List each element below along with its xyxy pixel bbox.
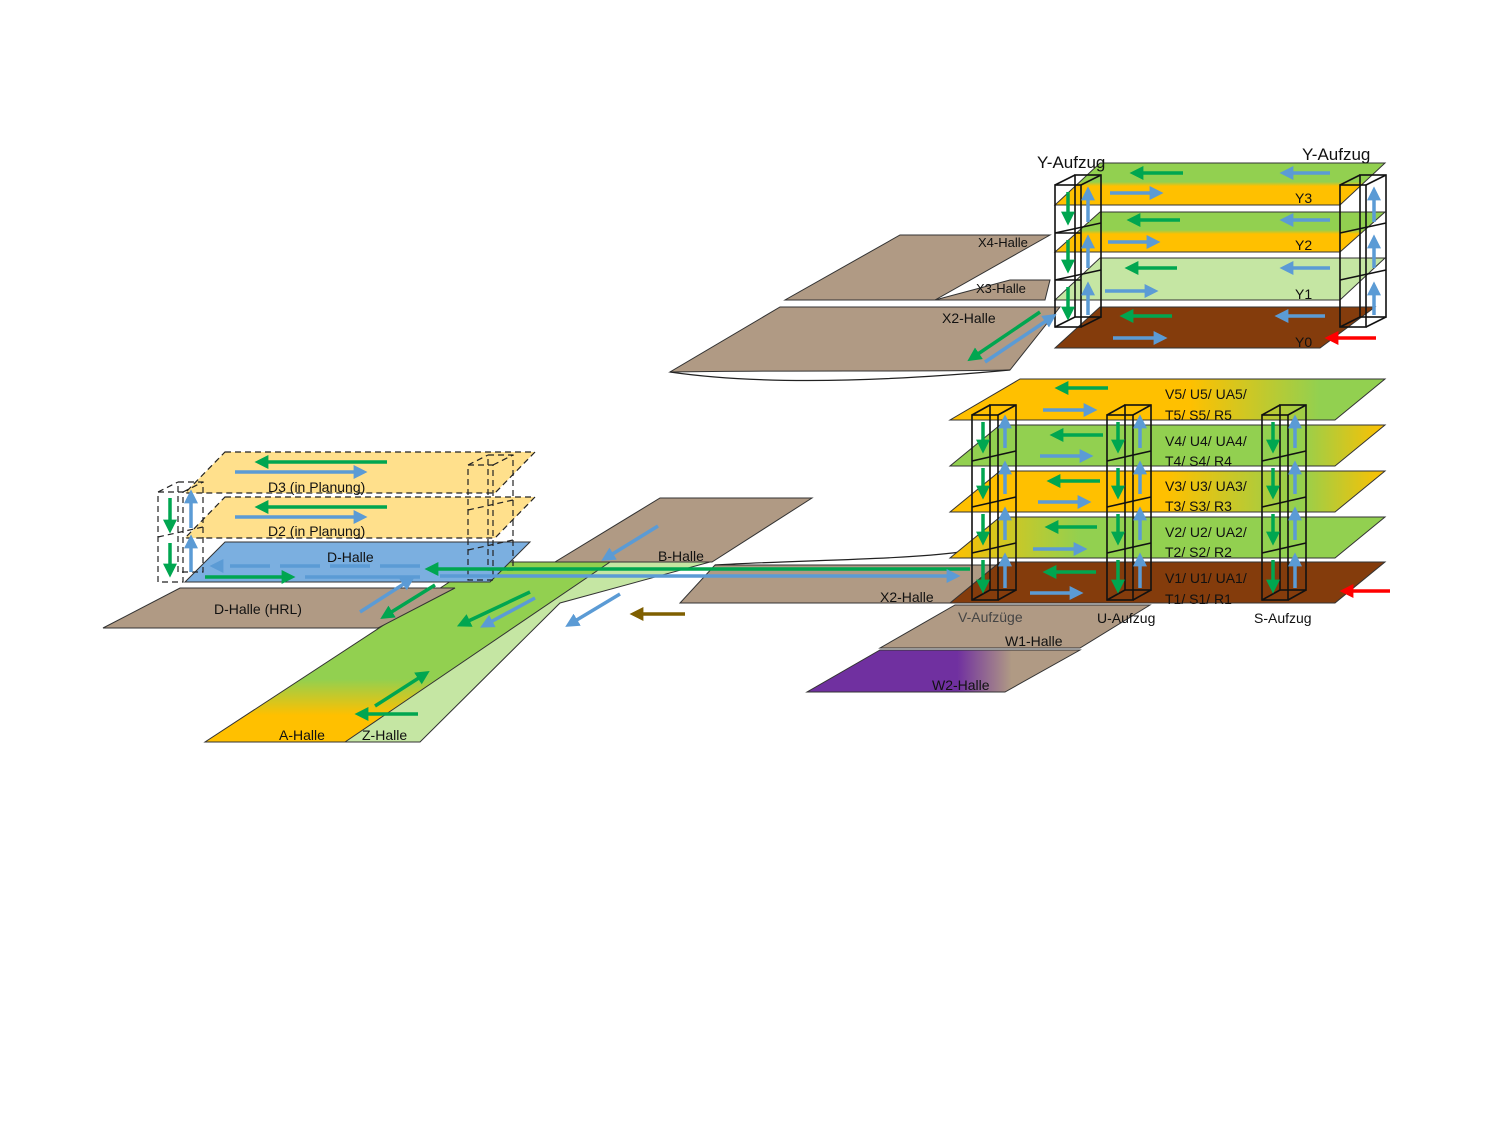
label-x2-halle-top: X2-Halle [942,310,996,326]
label-y1: Y1 [1295,286,1312,302]
x2-halle-bottom-edge [714,551,961,566]
label-s-aufzug: S-Aufzug [1254,610,1312,626]
label-x4-halle: X4-Halle [978,235,1028,250]
label-b-halle: B-Halle [658,548,704,564]
label-v3-line2: T3/ S3/ R3 [1165,498,1232,514]
label-v5-line2: T5/ S5/ R5 [1165,407,1232,423]
y0-floor [1053,306,1377,349]
label-v2-line1: V2/ U2/ UA2/ [1165,524,1247,540]
label-z-halle: Z-Halle [362,727,407,743]
label-y3: Y3 [1295,190,1312,206]
label-v2-line2: T2/ S2/ R2 [1165,544,1232,560]
b-halle-floor [553,497,814,563]
label-v4-line1: V4/ U4/ UA4/ [1165,433,1247,449]
x2-halle-top-edge [669,369,1011,382]
u-aufzug-shaft [1106,404,1152,601]
label-v1-line2: T1/ S1/ R1 [1165,591,1232,607]
label-y-aufzug-left: Y-Aufzug [1037,153,1105,172]
w1-halle-floor [878,604,1152,649]
label-x3-halle: X3-Halle [976,281,1026,296]
label-y-aufzug-right: Y-Aufzug [1302,145,1370,164]
corridor-arrows [354,524,970,721]
v-aufzuege-shaft [971,404,1017,601]
x2-halle-top-floor [668,306,1062,373]
label-v4-line2: T4/ S4/ R4 [1165,453,1232,469]
y-aufzug-right-shaft [1339,174,1387,328]
label-v-aufzuege: V-Aufzüge [958,609,1023,625]
label-u-aufzug: U-Aufzug [1097,610,1155,626]
y-floor-arrows [967,166,1381,364]
w2-halle-floor [805,649,1082,693]
d-floor-arrows [163,455,436,619]
label-d3: D3 (in Planung) [268,479,365,495]
label-v1-line1: V1/ U1/ UA1/ [1165,570,1247,586]
y2-floor [1053,211,1387,253]
label-y0: Y0 [1295,334,1312,350]
label-d-halle: D-Halle [327,549,374,565]
label-y2: Y2 [1295,237,1312,253]
x3-halle-floor [934,279,1051,301]
y-aufzug-left-shaft [1054,174,1102,328]
label-a-halle: A-Halle [279,727,325,743]
v-floor-arrows [976,381,1390,600]
label-w2-halle: W2-Halle [932,677,990,693]
label-w1-halle: W1-Halle [1005,633,1063,649]
label-d-halle-hrl: D-Halle (HRL) [214,601,302,617]
label-d2: D2 (in Planung) [268,523,365,539]
label-v5-line1: V5/ U5/ UA5/ [1165,386,1247,402]
a-halle-floor [203,561,612,743]
y1-floor [1053,257,1387,301]
label-x2-halle-bottom: X2-Halle [880,589,934,605]
d-halle-hrl-floor [102,587,456,629]
d-halle-floor [183,541,532,583]
label-v3-line1: V3/ U3/ UA3/ [1165,478,1247,494]
